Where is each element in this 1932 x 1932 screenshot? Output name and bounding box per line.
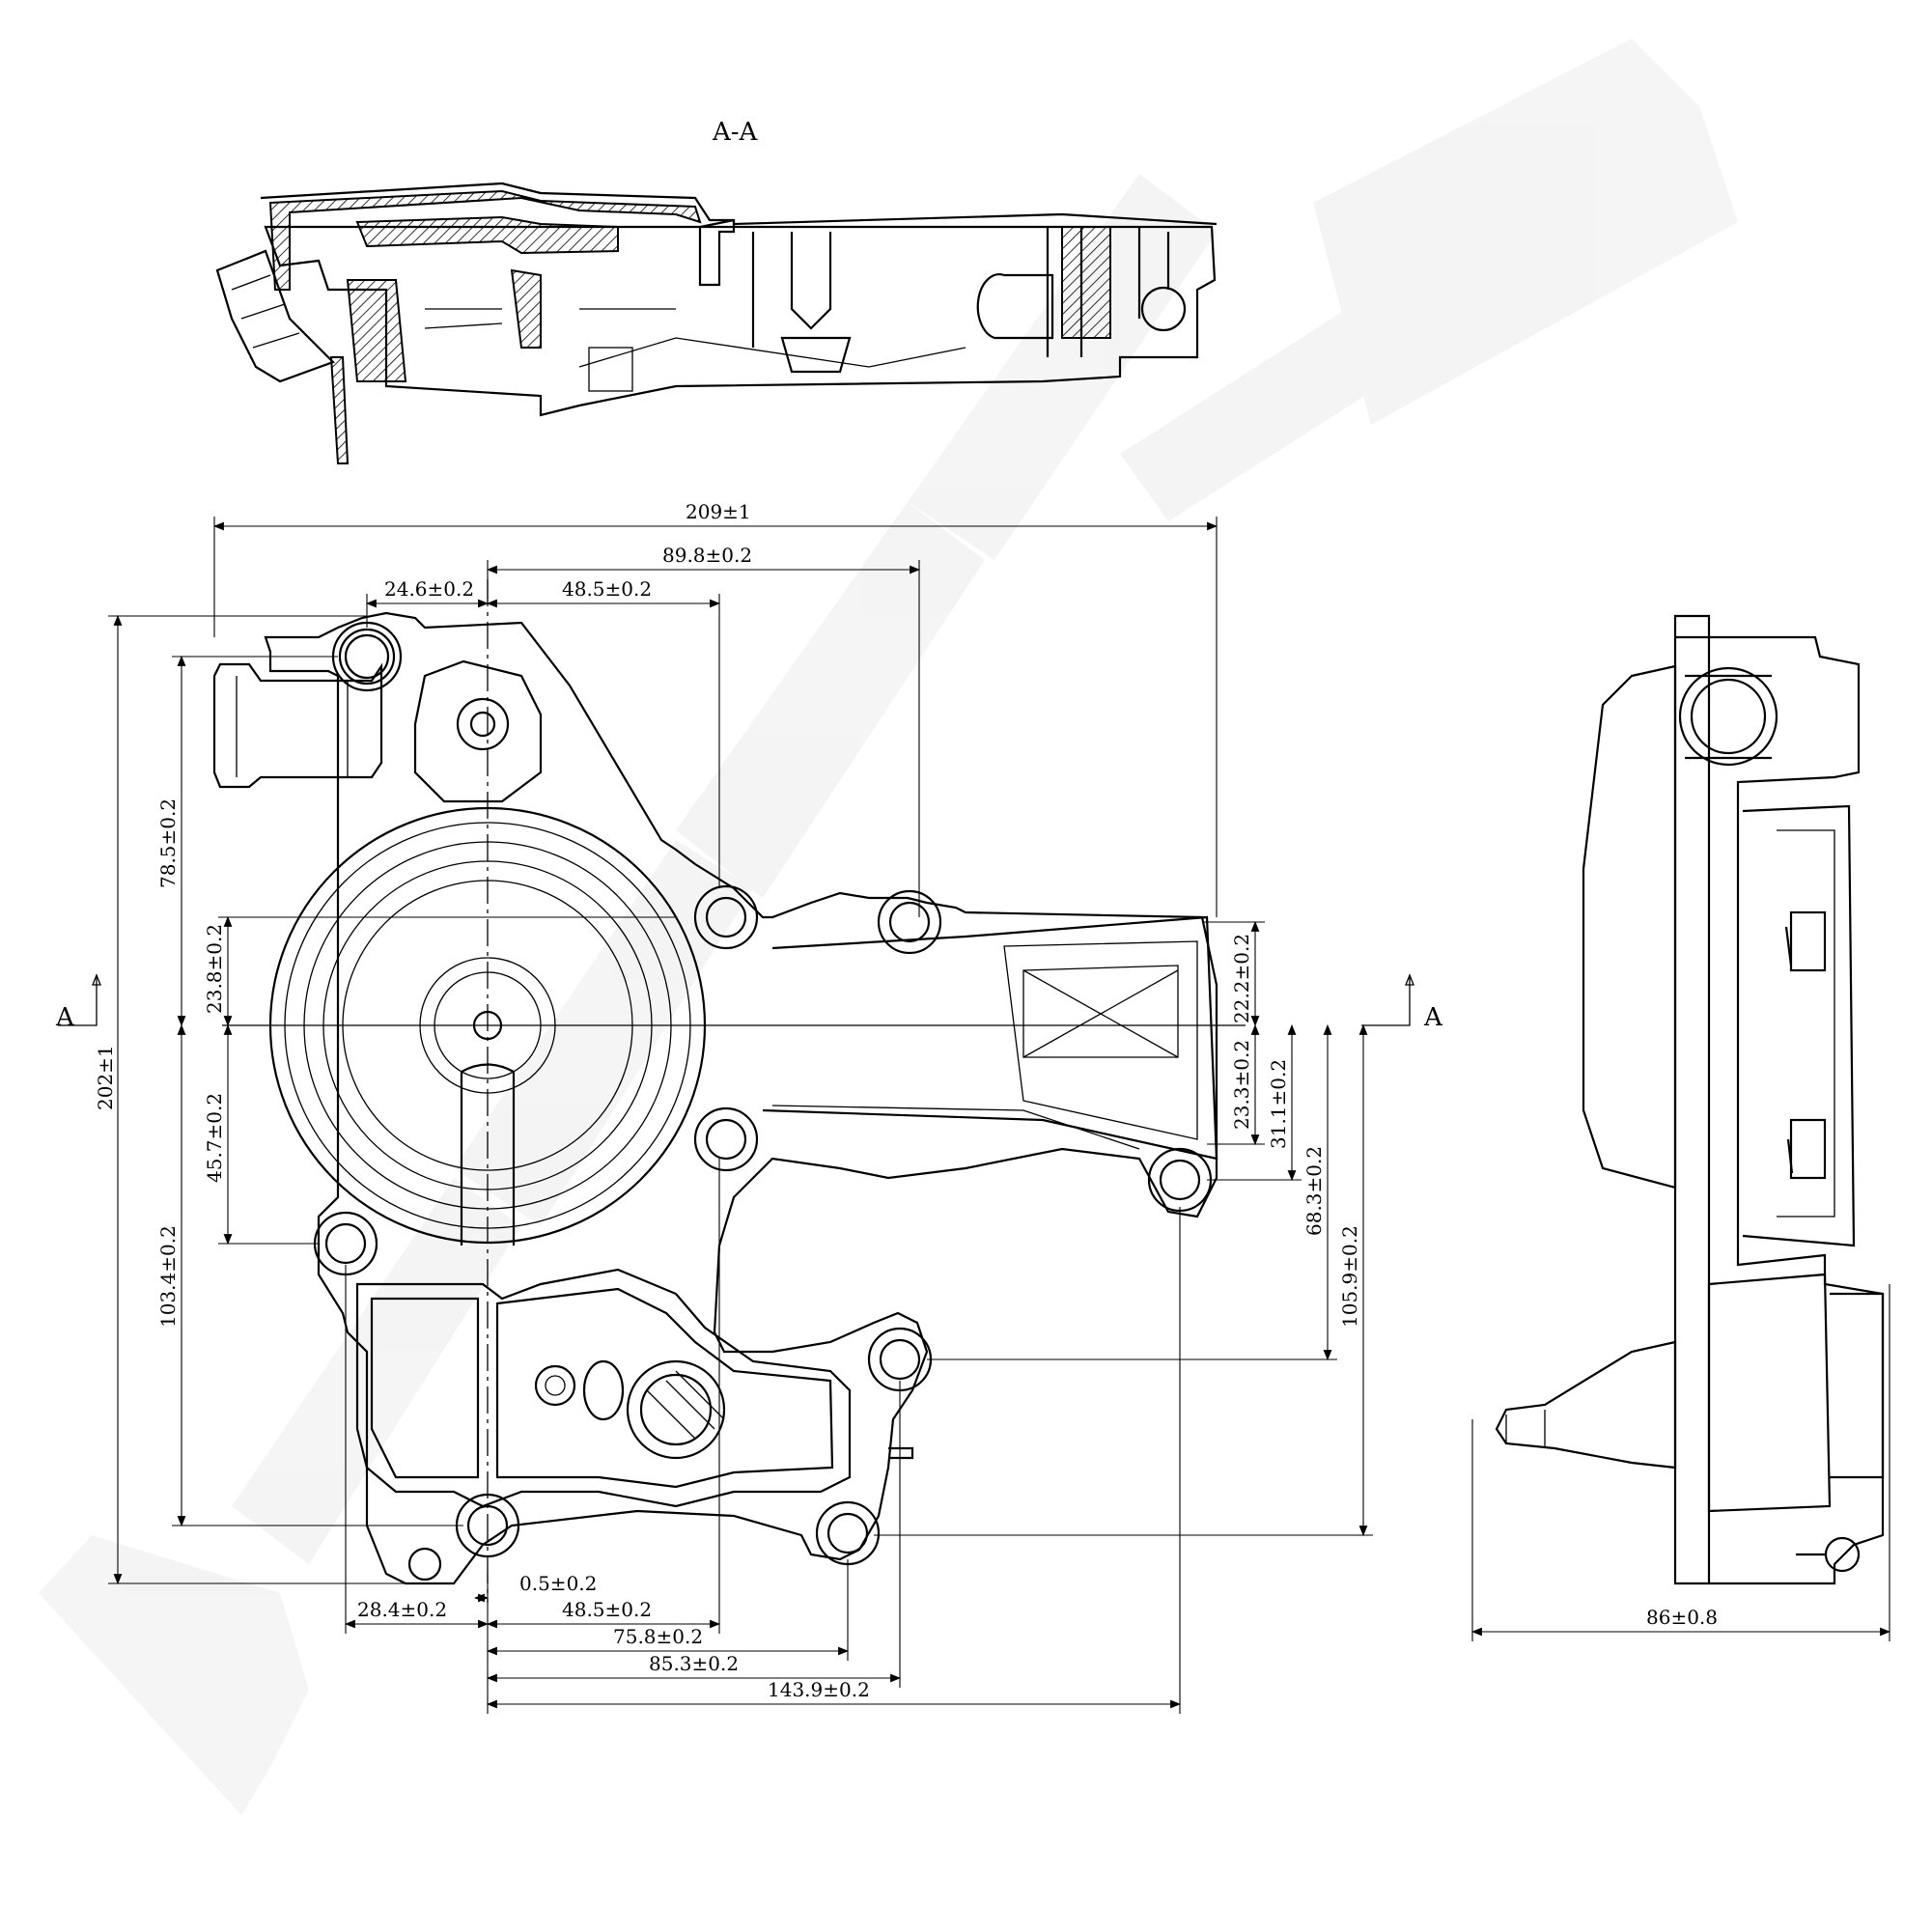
dim-top-24-6: 24.6±0.2 bbox=[384, 577, 474, 601]
dim-side-depth: 86±0.8 bbox=[1646, 1606, 1718, 1629]
dim-right-68-3: 68.3±0.2 bbox=[1302, 1146, 1326, 1236]
dim-left-103-4: 103.4±0.2 bbox=[156, 1225, 180, 1328]
dim-top-89-8: 89.8±0.2 bbox=[662, 544, 752, 567]
section-view bbox=[215, 182, 1218, 464]
dim-right-23-3: 23.3±0.2 bbox=[1230, 1040, 1253, 1130]
dimension-labels: 209±1 89.8±0.2 24.6±0.2 48.5±0.2 202±1 7… bbox=[94, 500, 1718, 1701]
side-view bbox=[1470, 614, 1891, 1641]
section-mark-left: A bbox=[55, 1003, 75, 1032]
dim-bottom-0-5: 0.5±0.2 bbox=[519, 1572, 597, 1595]
dimension-lines bbox=[108, 517, 1373, 1714]
dim-top-48-5: 48.5±0.2 bbox=[562, 577, 652, 601]
dim-bottom-75-8: 75.8±0.2 bbox=[613, 1625, 703, 1648]
front-view bbox=[58, 579, 1414, 1603]
dim-right-105-9: 105.9±0.2 bbox=[1338, 1225, 1361, 1328]
dim-left-45-7: 45.7±0.2 bbox=[203, 1093, 226, 1183]
watermark-logo bbox=[39, 39, 1738, 1815]
dim-overall-width: 209±1 bbox=[686, 500, 751, 523]
section-mark-right: A bbox=[1423, 1003, 1443, 1032]
dim-overall-height: 202±1 bbox=[94, 1045, 117, 1110]
dim-bottom-28-4: 28.4±0.2 bbox=[357, 1598, 447, 1621]
dim-left-78-5: 78.5±0.2 bbox=[156, 798, 180, 888]
dim-bottom-143-9: 143.9±0.2 bbox=[768, 1678, 870, 1701]
dim-bottom-85-3: 85.3±0.2 bbox=[649, 1652, 739, 1675]
dim-left-23-8: 23.8±0.2 bbox=[203, 924, 226, 1014]
section-title: A-A bbox=[712, 118, 759, 147]
dim-right-22-2: 22.2±0.2 bbox=[1230, 934, 1253, 1023]
dim-bottom-48-5: 48.5±0.2 bbox=[562, 1598, 652, 1621]
dim-right-31-1: 31.1±0.2 bbox=[1267, 1059, 1290, 1149]
